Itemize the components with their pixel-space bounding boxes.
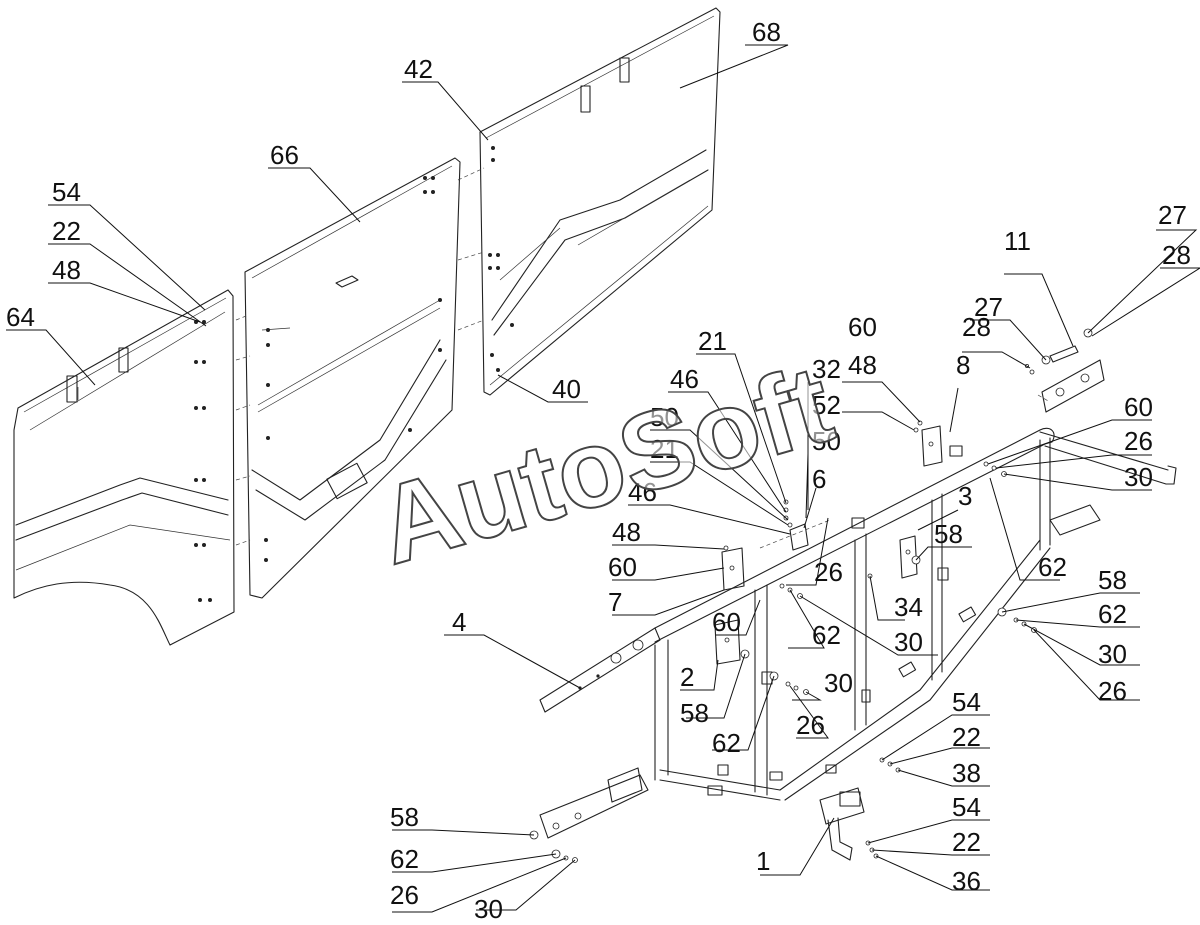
callout-54: 54 [952, 792, 981, 822]
plate-8 [921, 425, 943, 467]
callout-60: 60 [1124, 392, 1153, 422]
callout-60: 60 [608, 552, 637, 582]
callout-28: 28 [962, 312, 991, 342]
callout-21: 21 [650, 434, 679, 464]
callout-62: 62 [812, 620, 841, 650]
callout-21: 21 [698, 326, 727, 356]
callout-26: 26 [390, 880, 419, 910]
callout-54: 54 [52, 177, 81, 207]
callout-38: 38 [952, 758, 981, 788]
leader-lines [6, 44, 1200, 913]
callout-46: 46 [670, 364, 699, 394]
panel-64 [13, 289, 235, 646]
callout-27: 27 [1158, 200, 1187, 230]
callout-30: 30 [824, 668, 853, 698]
callout-48: 48 [612, 517, 641, 547]
plate-2 [714, 619, 741, 665]
callout-36: 36 [952, 866, 981, 896]
callout-30: 30 [894, 627, 923, 657]
panel-68 [479, 7, 721, 396]
callout-26: 26 [1124, 426, 1153, 456]
callout-26: 26 [796, 710, 825, 740]
callout-3: 3 [958, 481, 972, 511]
callout-1: 1 [756, 846, 770, 876]
bracket-6 [789, 523, 809, 551]
callout-32: 32 [812, 354, 841, 384]
callout-50: 50 [812, 426, 841, 456]
callout-22: 22 [952, 722, 981, 752]
callout-58: 58 [680, 698, 709, 728]
callout-28: 28 [1162, 240, 1191, 270]
callout-64: 64 [6, 302, 35, 332]
callout-58: 58 [934, 519, 963, 549]
callout-60: 60 [712, 607, 741, 637]
callout-62: 62 [1098, 599, 1127, 629]
callout-40: 40 [552, 374, 581, 404]
callout-58: 58 [390, 802, 419, 832]
callout-7: 7 [608, 587, 622, 617]
bracket-lower-left [539, 767, 649, 839]
callout-54: 54 [952, 687, 981, 717]
callout-66: 66 [270, 140, 299, 170]
callout-60: 60 [848, 312, 877, 342]
callout-22: 22 [952, 827, 981, 857]
callout-62: 62 [712, 728, 741, 758]
callout-62: 62 [390, 844, 419, 874]
step-1 [819, 787, 865, 861]
callout-62: 62 [1038, 552, 1067, 582]
callout-labels: 68 42 66 54 22 48 64 40 21 46 32 52 50 5… [6, 17, 1191, 924]
pin-11 [1049, 345, 1079, 363]
bracket-4 [539, 627, 661, 713]
frame-assembly [654, 359, 1177, 801]
callout-22: 22 [52, 216, 81, 246]
callout-48: 48 [52, 255, 81, 285]
callout-68: 68 [752, 17, 781, 47]
callout-46: 46 [628, 477, 657, 507]
callout-52: 52 [812, 390, 841, 420]
callout-4: 4 [452, 607, 466, 637]
callout-2: 2 [680, 662, 694, 692]
callout-11: 11 [1004, 226, 1031, 256]
callout-42: 42 [404, 54, 433, 84]
callout-48: 48 [848, 350, 877, 380]
callout-34: 34 [894, 592, 923, 622]
callout-26: 26 [1098, 676, 1127, 706]
callout-50: 50 [650, 402, 679, 432]
callout-58: 58 [1098, 565, 1127, 595]
alignment-lines [235, 167, 1051, 549]
callout-30: 30 [1124, 462, 1153, 492]
callout-6: 6 [812, 464, 826, 494]
callout-26: 26 [814, 557, 843, 587]
callout-27: 27 [974, 292, 1003, 322]
callout-30: 30 [1098, 639, 1127, 669]
panel-66 [244, 157, 461, 599]
watermark: AutoSoft [365, 342, 845, 588]
callout-30: 30 [474, 894, 503, 924]
callout-8: 8 [956, 350, 970, 380]
plate-7 [721, 547, 745, 591]
plate-3 [899, 535, 918, 579]
